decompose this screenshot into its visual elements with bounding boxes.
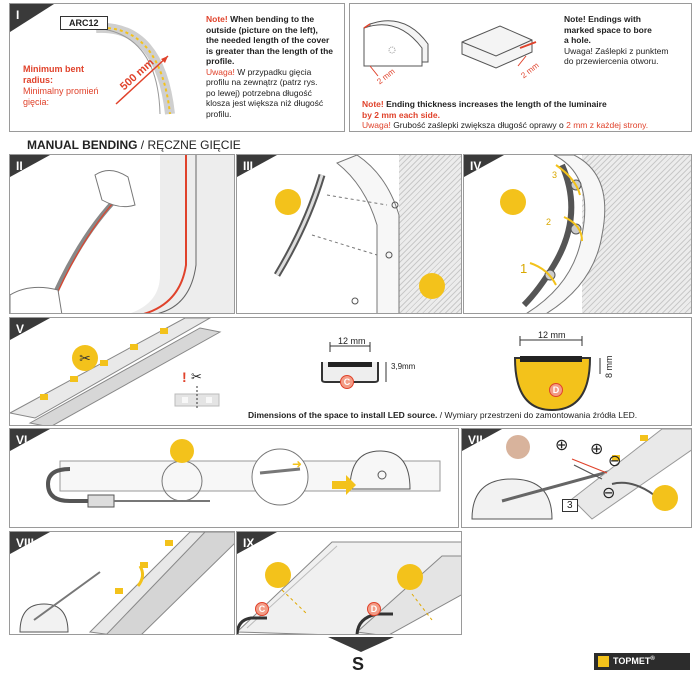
panel-step-8: VIII xyxy=(9,531,235,635)
step-number-1: 1 xyxy=(520,261,528,276)
soldering-iron-icon xyxy=(652,485,678,511)
width-c: 12 mm xyxy=(338,336,366,346)
dims-caption: Dimensions of the space to install LED s… xyxy=(248,410,637,420)
panel-step-4: 3 2 1 IV xyxy=(463,154,692,314)
bending-note: Note! When bending to the outside (pictu… xyxy=(206,14,344,119)
label-d: D xyxy=(552,385,560,395)
dims-caption-bold: Dimensions of the space to install LED s… xyxy=(248,410,438,420)
width-d: 12 mm xyxy=(538,330,566,340)
bent-profile-drawing xyxy=(95,22,175,115)
label-d-badge: D xyxy=(367,602,381,616)
step-number-3: 3 xyxy=(552,170,558,180)
label-c: C xyxy=(343,377,351,387)
note-en-4: is greater than the length of the xyxy=(206,45,334,56)
panel-section-1: I ARC12 Minimum bent radius: Minimalny p… xyxy=(9,3,345,132)
thickness-note-label: Note! xyxy=(362,99,384,109)
page-glyph: S xyxy=(352,654,365,674)
thickness-en-2: by 2 mm each side. xyxy=(362,109,440,120)
brand-mark-icon xyxy=(598,656,609,667)
profile-code-box: ARC12 xyxy=(60,16,108,30)
thickness-pl-red: 2 mm z każdej strony. xyxy=(566,120,649,130)
arrow-icon: ➜ xyxy=(292,457,303,471)
note-pl-3: po lewej) potrzebna długość xyxy=(206,87,312,98)
endings-note-label: Note! xyxy=(564,14,586,24)
screwdriver-icon xyxy=(265,562,291,588)
height-c-2: mm xyxy=(402,362,416,371)
manual-bend-drawing xyxy=(10,155,234,313)
panel-step-3: III xyxy=(236,154,462,314)
panel-step-5: ✂ ! ✂ 12 mm 3,9 mm C 12 mm 8 mm D Dimens… xyxy=(9,317,692,426)
thickness-note: Note! Ending thickness increases the len… xyxy=(362,99,691,131)
brand-name: TOPMET xyxy=(613,656,651,666)
panel-endings: 2 mm 2 mm Note! Endings with marked spac… xyxy=(349,3,692,132)
endings-uwaga: Uwaga! xyxy=(564,45,593,56)
endings-note: Note! Endings with marked space to bore … xyxy=(564,14,690,67)
minus-symbol: ⊖ xyxy=(608,453,622,470)
note-en-2: outside (picture on the left), xyxy=(206,24,318,35)
note-pl-1: W przypadku gięcia xyxy=(234,66,312,77)
label-c-badge: C xyxy=(255,602,269,616)
endings-en-2: marked space to bore xyxy=(564,24,652,35)
scissors-icon: ✂ xyxy=(72,345,98,371)
label-d: D xyxy=(370,604,378,614)
endings-en-1: Endings with xyxy=(585,14,641,24)
profile-code: ARC12 xyxy=(69,18,99,28)
panel-step-9: C D IX xyxy=(236,531,462,635)
screwing-drawing xyxy=(521,155,606,313)
panel-step-6: ➜ VI xyxy=(9,428,459,528)
manual-title-bold: MANUAL BENDING xyxy=(27,138,138,152)
min-radius-block: Minimum bent radius: Minimalny promień g… xyxy=(23,64,103,108)
label-c-badge: C xyxy=(340,375,354,389)
step-box-3: 3 xyxy=(562,499,578,512)
height-d: 8 mm xyxy=(604,355,614,379)
endings-pl-2: do przewiercenia otworu. xyxy=(564,56,659,66)
panel-step-7: ⊕ ⊕ ⊖ ⊖ 3 VII xyxy=(461,428,692,528)
min-radius-en: Minimum bent radius: xyxy=(23,64,84,85)
manual-icon xyxy=(506,435,530,459)
label-c: C xyxy=(258,604,266,614)
panel-step-2: II xyxy=(9,154,235,314)
endings-pl-1: Zaślepki z punktem xyxy=(592,45,669,56)
wiring-drawing xyxy=(45,448,441,508)
endings-en-3: a hole. xyxy=(564,35,591,45)
label-d-badge: D xyxy=(549,383,563,397)
cutter-icon xyxy=(170,439,194,463)
note-label: Note! xyxy=(206,14,228,24)
note-pl-5: profilu. xyxy=(206,108,232,119)
screwdriver-icon xyxy=(500,189,526,215)
manual-bending-title: MANUAL BENDING / RĘCZNE GIĘCIE xyxy=(27,138,241,152)
note-pl-2: profilu na zewnątrz (patrz rys. xyxy=(206,77,318,87)
soldering-drawing xyxy=(471,429,691,520)
warning-exclamation: ! xyxy=(182,369,187,385)
endcap-drawings xyxy=(363,20,537,77)
uwaga-label: Uwaga! xyxy=(206,66,235,77)
screwdriver-icon xyxy=(419,273,445,299)
brand-reg: ® xyxy=(650,656,655,662)
thickness-en-1: Ending thickness increases the length of… xyxy=(383,99,607,109)
dims-caption-rest: / Wymiary przestrzeni do zamontowania źr… xyxy=(437,410,638,420)
cable-insertion-drawing xyxy=(19,532,234,634)
brand-logo: TOPMET® xyxy=(594,653,690,670)
height-c-1: 3,9 xyxy=(391,362,403,371)
min-radius-pl-2: gięcia: xyxy=(23,97,50,107)
note-pl-4: klosza jest większa niż długość xyxy=(206,98,324,108)
note-en-1: When bending to the xyxy=(227,14,315,24)
step-number-2: 2 xyxy=(546,217,552,227)
note-en-3: the needed length of the cover xyxy=(206,35,330,45)
step-box-number: 3 xyxy=(567,500,573,511)
plus-symbol: ⊕ xyxy=(555,437,569,454)
note-en-5: profile. xyxy=(206,56,235,66)
min-radius-pl-1: Minimalny promień xyxy=(23,86,99,96)
plus-symbol: ⊕ xyxy=(590,441,604,458)
scissors-icon: ✂ xyxy=(191,369,202,384)
screwdriver-icon xyxy=(397,564,423,590)
profile-mount-drawing xyxy=(273,155,400,313)
thickness-uwaga: Uwaga! xyxy=(362,120,391,130)
thickness-pl: Grubość zaślepki zwiększa długość oprawy… xyxy=(390,120,567,130)
screwdriver-icon xyxy=(275,189,301,215)
minus-symbol: ⊖ xyxy=(602,485,616,502)
manual-title-rest: / RĘCZNE GIĘCIE xyxy=(137,138,241,152)
led-strip-drawing xyxy=(10,318,601,425)
